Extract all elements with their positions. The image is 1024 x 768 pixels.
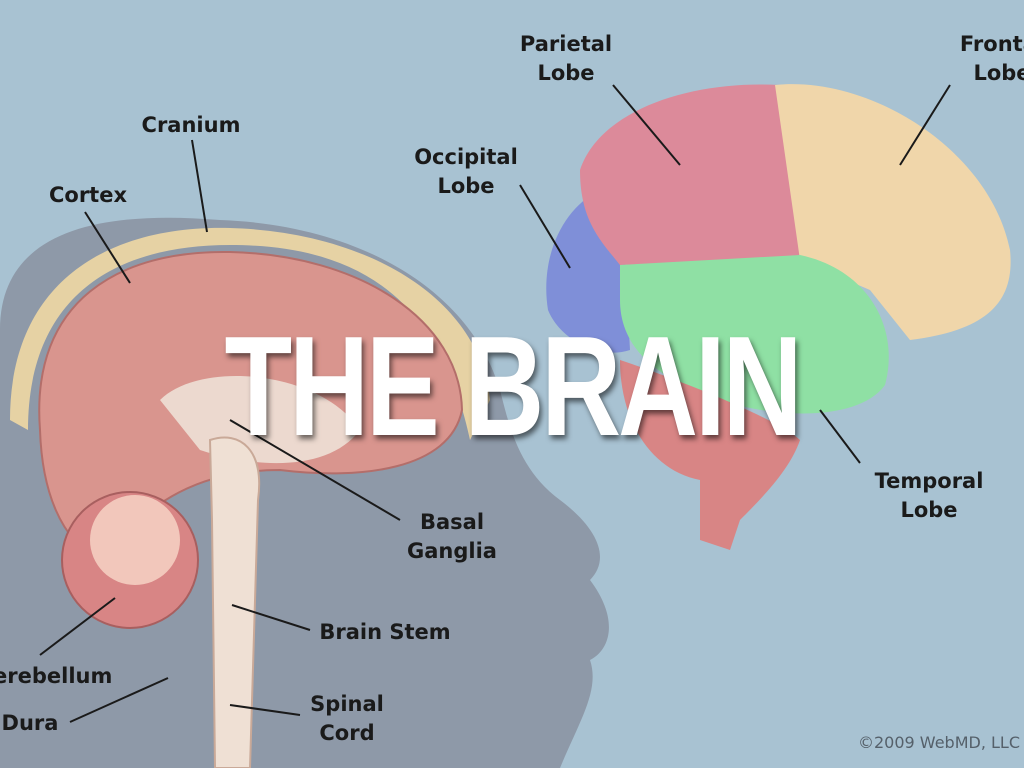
label-line: Parietal [519,32,613,56]
label-line: Lobe [973,61,1024,85]
label-line: Lobe [900,498,958,522]
label-cranium: Cranium [141,113,241,137]
label-line: Temporal [874,469,984,493]
label-cerebellum: Cerebellum [0,664,113,688]
label-line: Basal [419,510,485,534]
brain-stem-shape [208,436,261,768]
label-frontal-lobe: FrontalLobe [960,30,1024,88]
label-dura: Dura [1,711,59,735]
label-cortex: Cortex [48,183,128,207]
label-line: Cord [319,721,375,745]
copyright: ©2009 WebMD, LLC [858,733,1020,752]
page-title: THE BRAIN [224,307,803,466]
frontal-lobe [775,84,1011,340]
label-line: Lobe [537,61,595,85]
label-line: Occipital [414,145,518,169]
brainstem-right [620,360,800,550]
temporal-lobe [620,255,889,414]
leader-lines [39,84,951,723]
parietal-lobe [580,84,800,265]
label-line: Spinal [310,692,384,716]
label-line: Lobe [437,174,495,198]
label-brain-stem: Brain Stem [319,620,451,644]
label-line: Frontal [959,32,1024,56]
label-line: Ganglia [407,539,497,563]
